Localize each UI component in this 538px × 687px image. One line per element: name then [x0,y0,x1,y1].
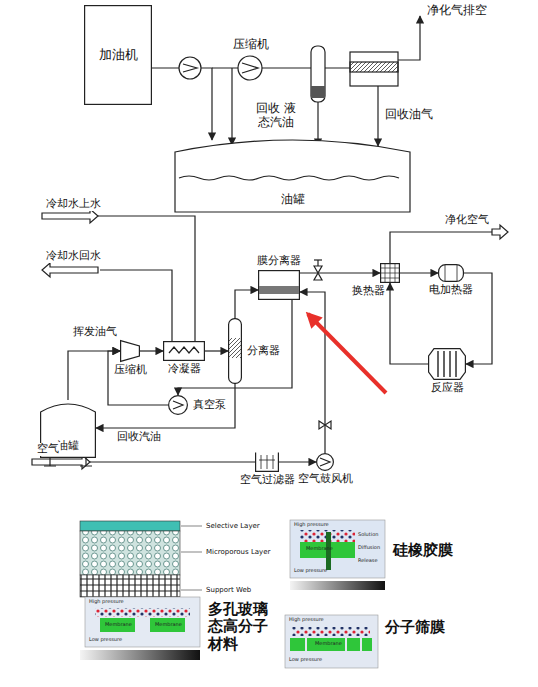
flow-line [390,283,428,364]
label: 空气 [36,443,60,456]
membrane-separator: 膜分离器 [258,270,300,300]
air-filter: 空气过滤器 [255,452,279,472]
flow-line [300,272,380,273]
node-label: 电加热器 [428,284,474,297]
condenser: 冷凝器 [163,341,205,361]
node-label: 空气鼓风机 [297,473,354,486]
node-label: 空气过滤器 [239,474,296,487]
panel-note: Low pressure [288,657,323,663]
dispenser-box: 加油机 [84,5,152,105]
label: 净化空气 [444,214,490,227]
membrane-separator-outline [258,270,300,300]
flow-line [235,290,258,318]
label: Support Web [205,586,252,594]
membrane-type-label: 硅橡胶膜 [392,542,454,559]
panel-note: Membrane [314,641,343,647]
heat-exchanger-outline [380,263,400,283]
air-blower-outline [316,453,334,471]
label: 压缩机 [232,38,270,52]
panel-note: Diffusion [357,545,381,551]
label: 净化气排空 [426,4,488,18]
membrane-type-label: 多孔玻璃态高分子材料 [207,601,271,653]
flow-line [96,384,235,428]
label: 冷却水回水 [45,250,102,263]
panel-note: High pressure [293,522,330,528]
vacuum-pump: 真空泵 [168,395,188,415]
node-label: 换热器 [351,285,386,298]
node-label: 油罐 [280,193,306,207]
condenser-outline [163,341,205,361]
node-label: 压缩机 [113,364,148,377]
flow-line [152,68,212,140]
node-label: 真空泵 [192,399,227,412]
electric-heater: 电加热器 [438,264,464,282]
flow-line [400,272,438,273]
air-filter-outline [255,452,279,472]
panel-note: High pressure [288,617,325,623]
panel-note: High pressure [88,599,125,605]
panel-note: Membrane [305,546,334,552]
tank: 油罐 [175,140,410,212]
label: 冷却水上水 [45,198,102,211]
reactor: 反应器 [428,348,466,380]
electric-heater-outline [438,264,464,282]
panel-note: Release [357,558,379,564]
panel-note: Low pressure [88,637,123,643]
node-label: 分离器 [246,345,281,358]
flow-line [140,350,163,351]
heat-exchanger: 换热器 [380,263,400,283]
edge-label: 挥发油气 [72,326,118,339]
flow-line [205,350,228,351]
node-label: 冷凝器 [167,363,202,376]
panel-note: Solution [357,532,379,538]
label: Microporous Layer [205,548,271,556]
compressor: 压缩机 [120,340,140,362]
separator-vessel-outline [228,318,242,384]
air-blower: 空气鼓风机 [316,453,334,471]
label: 回收油气 [384,108,434,122]
reactor-outline [428,348,466,380]
flow-line [279,461,316,462]
edge-label: 回收汽油 [116,431,162,444]
node-label: 加油机 [98,48,139,63]
membrane-type-label: 分子筛膜 [384,619,446,636]
compressor-outline [120,340,140,362]
panel-note: Membrane [154,622,183,628]
separator-vessel: 分离器 [228,318,242,384]
label: Selective Layer [205,522,261,530]
node-label: 膜分离器 [256,255,302,268]
label: 回收 液态汽油 [249,102,303,130]
panel-note: Membrane [104,622,133,628]
vacuum-pump-outline [168,395,188,415]
panel-note: Low pressure [293,568,328,574]
flow-line [108,351,168,405]
node-label: 反应器 [430,382,465,395]
